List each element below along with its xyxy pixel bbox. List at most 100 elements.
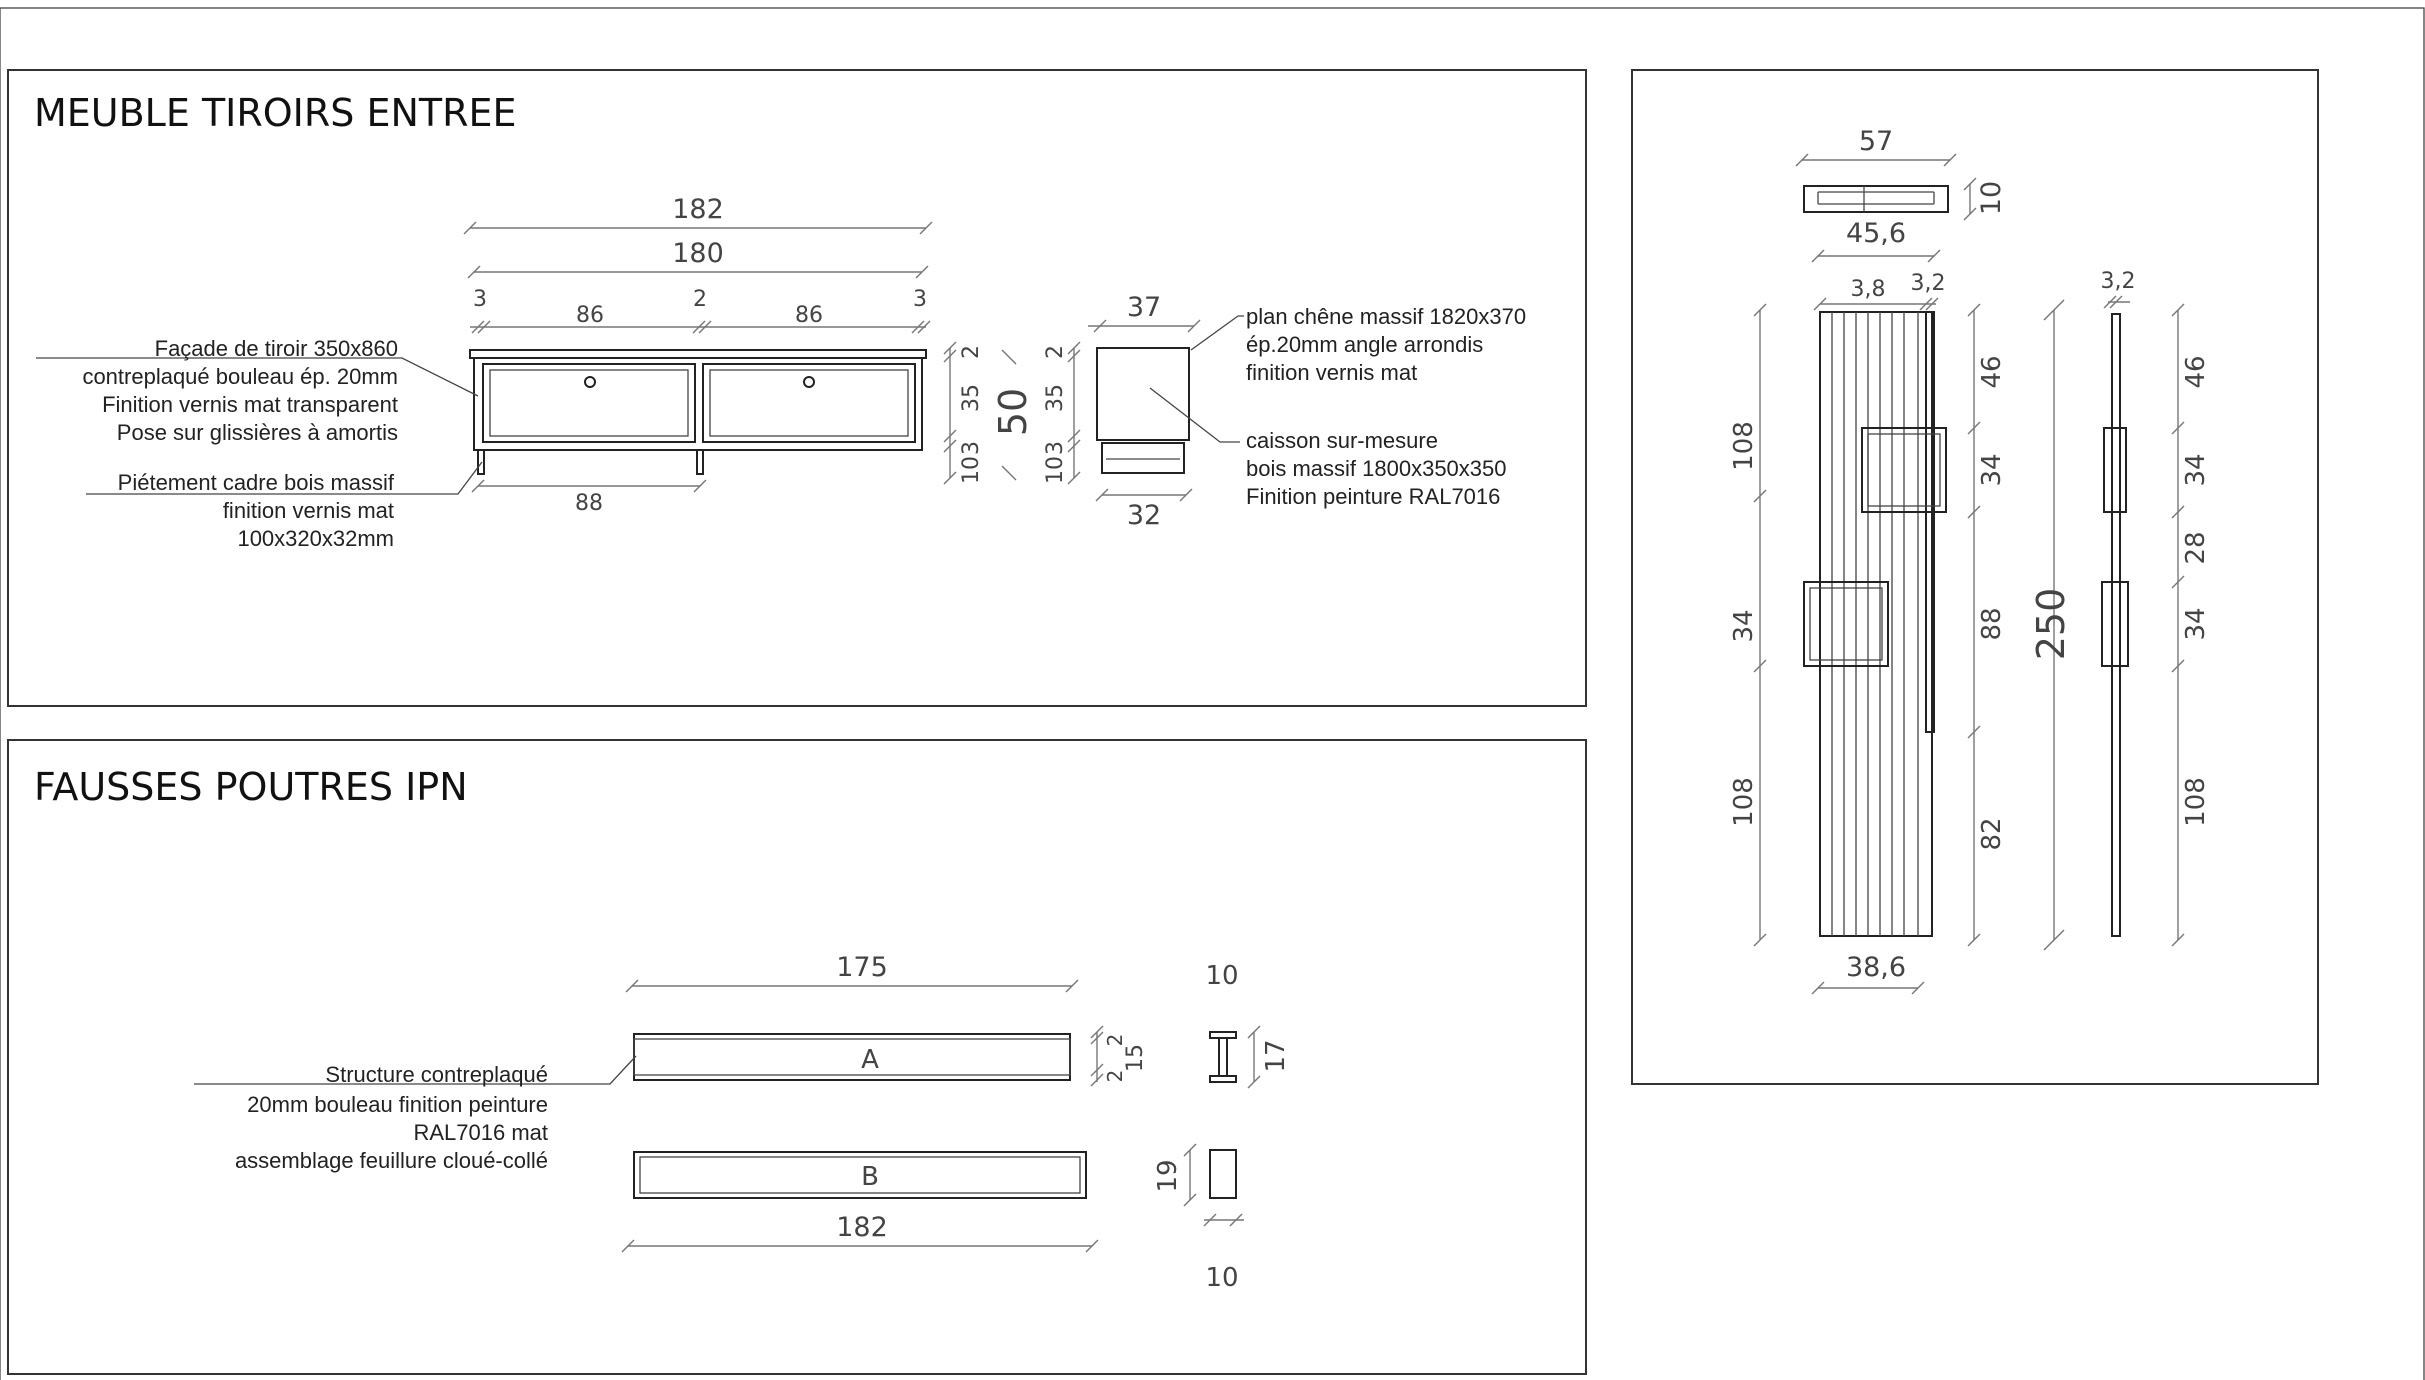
dim-bottom-width: 38,6: [1846, 952, 1906, 983]
svg-text:Pose sur glissières à amortis: Pose sur glissières à amortis: [117, 420, 398, 445]
dim-side-depth-top: 37: [1127, 292, 1161, 323]
svg-text:20mm bouleau finition peinture: 20mm bouleau finition peinture: [247, 1092, 548, 1117]
svg-text:3,2: 3,2: [1911, 271, 1946, 296]
leader-top: [1190, 315, 1244, 351]
svg-text:108: 108: [2181, 777, 2211, 827]
drawer-unit-front-elevation: [469, 349, 927, 475]
svg-text:RAL7016 mat: RAL7016 mat: [413, 1120, 548, 1145]
knob-right: [803, 376, 815, 388]
svg-text:46: 46: [2181, 355, 2211, 388]
svg-text:34: 34: [2181, 453, 2211, 486]
dim-leg-spacing: 88: [575, 491, 603, 516]
side-box: [1096, 347, 1190, 441]
svg-text:3: 3: [913, 287, 927, 312]
svg-text:caisson sur-mesure: caisson sur-mesure: [1246, 428, 1438, 453]
svg-text:2: 2: [1103, 1034, 1127, 1047]
dim-overall: 182: [672, 194, 724, 225]
svg-text:3: 3: [1043, 441, 1068, 455]
dim-inner: 180: [672, 238, 724, 269]
beam-a: [633, 1033, 1071, 1081]
panel-drawer-unit: MEUBLE TIROIRS ENTREE 182 180: [7, 69, 1587, 707]
front-height-dimensions: 2 35 3 10 50: [943, 341, 1035, 485]
svg-text:Piétement cadre bois massif: Piétement cadre bois massif: [118, 470, 395, 495]
shelf-box-lower: [1803, 581, 1889, 667]
front-dimensions: 182 180 3 86 2 86 3 88: [463, 194, 933, 516]
leader-facade: [36, 357, 479, 397]
svg-text:3: 3: [473, 287, 487, 312]
note-legs: Piétement cadre bois massif finition ver…: [118, 470, 395, 551]
drawer-front-right: [702, 363, 916, 443]
dim-beam-a-length: 175: [836, 952, 888, 983]
svg-text:2: 2: [1043, 345, 1068, 359]
svg-text:Façade de tiroir 350x860: Façade de tiroir 350x860: [155, 336, 398, 361]
panel-title: FAUSSES POUTRES IPN: [34, 765, 468, 809]
svg-text:assemblage feuillure cloué-col: assemblage feuillure cloué-collé: [235, 1148, 548, 1173]
beam-a-section: [1209, 1031, 1237, 1083]
svg-text:35: 35: [1043, 384, 1068, 412]
svg-text:34: 34: [2181, 607, 2211, 640]
svg-text:bois massif 1800x350x350: bois massif 1800x350x350: [1246, 456, 1507, 481]
panel-title: MEUBLE TIROIRS ENTREE: [34, 91, 517, 135]
svg-text:2: 2: [693, 287, 707, 312]
leader-box: [1149, 387, 1240, 443]
note-top: plan chêne massif 1820x370 ép.20mm angle…: [1246, 304, 1526, 385]
sheet-border: [0, 7, 2425, 1380]
dim-top-inner: 45,6: [1846, 218, 1906, 249]
svg-text:Finition peinture RAL7016: Finition peinture RAL7016: [1246, 484, 1500, 509]
beam-a-label: A: [861, 1045, 879, 1075]
svg-text:46: 46: [1977, 355, 2007, 388]
svg-text:3,2: 3,2: [2101, 269, 2136, 294]
leader-structure: [194, 1055, 637, 1085]
shelf-box-upper: [1861, 427, 1947, 513]
svg-text:Finition vernis mat transparen: Finition vernis mat transparent: [102, 392, 398, 417]
svg-text:100x320x32mm: 100x320x32mm: [237, 526, 394, 551]
side-base: [1101, 442, 1185, 474]
leader-legs: [86, 461, 483, 495]
svg-text:finition vernis mat: finition vernis mat: [223, 498, 394, 523]
svg-text:10: 10: [959, 456, 984, 484]
svg-text:108: 108: [1729, 777, 1759, 827]
svg-text:28: 28: [2181, 531, 2211, 564]
svg-text:finition vernis mat: finition vernis mat: [1246, 360, 1417, 385]
dim-top-width: 57: [1859, 126, 1893, 157]
panel-side-elevation: [2101, 313, 2129, 937]
panel-wall-elevation: 57 10 45,6 3,8 3,2: [1631, 69, 2319, 1085]
svg-text:108: 108: [1729, 421, 1759, 471]
slatted-panel-elevation: [1803, 311, 1947, 937]
svg-text:82: 82: [1977, 817, 2007, 850]
panel-frame: [7, 739, 1587, 1375]
panel-frame: [7, 69, 1587, 707]
svg-text:plan chêne massif 1820x370: plan chêne massif 1820x370: [1246, 304, 1526, 329]
dim-beam-b-height: 19: [1153, 1159, 1183, 1192]
svg-text:2: 2: [1103, 1070, 1127, 1083]
oak-top: [469, 349, 927, 359]
svg-text:3,8: 3,8: [1851, 277, 1886, 302]
svg-text:88: 88: [1977, 607, 2007, 640]
leg-left: [477, 449, 485, 475]
svg-text:ép.20mm angle arrondis: ép.20mm angle arrondis: [1246, 332, 1483, 357]
leg-right: [696, 449, 704, 475]
svg-text:35: 35: [959, 384, 984, 412]
dim-section-height: 17: [1261, 1039, 1291, 1072]
dim-total-height: 50: [991, 388, 1035, 436]
svg-text:Structure contreplaqué: Structure contreplaqué: [325, 1062, 548, 1087]
note-structure: Structure contreplaqué 20mm bouleau fini…: [235, 1062, 548, 1173]
dim-drawer-right: 86: [795, 303, 823, 328]
dim-side-depth-base: 32: [1127, 500, 1161, 531]
svg-text:3: 3: [959, 441, 984, 455]
panel-beams: FAUSSES POUTRES IPN 175 A 2 15 2 10 17 B: [7, 739, 1587, 1375]
svg-text:15: 15: [1123, 1044, 1148, 1072]
dim-drawer-left: 86: [576, 303, 604, 328]
dim-section-width-bot: 10: [1205, 1263, 1238, 1293]
dim-beam-b-length: 182: [836, 1212, 888, 1243]
plan-view: [1803, 185, 1949, 213]
note-facade: Façade de tiroir 350x860 contreplaqué bo…: [82, 336, 398, 445]
svg-text:10: 10: [1043, 456, 1068, 484]
svg-text:34: 34: [1729, 609, 1759, 642]
svg-text:34: 34: [1977, 453, 2007, 486]
beam-b-section: [1209, 1149, 1237, 1199]
note-box: caisson sur-mesure bois massif 1800x350x…: [1246, 428, 1507, 509]
svg-text:2: 2: [959, 345, 984, 359]
dim-section-width-top: 10: [1205, 961, 1238, 991]
